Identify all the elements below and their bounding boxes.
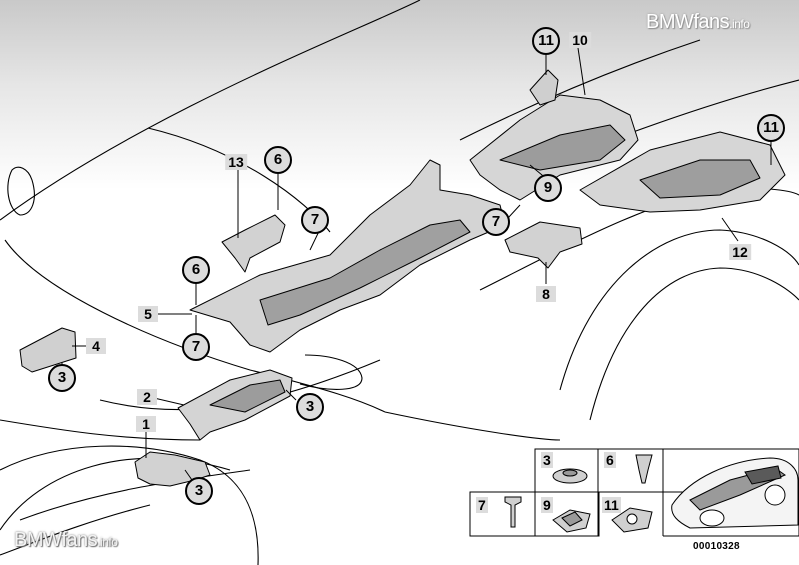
fastener-legend (469, 448, 799, 537)
part-10-shade (499, 124, 626, 171)
callout-2: 2 (137, 389, 157, 405)
legend-label-6: 6 (604, 452, 616, 468)
watermark-bottom: BMWfans.info (14, 529, 118, 551)
callout-11-top: 11 (532, 27, 560, 55)
callout-6-upper: 6 (264, 146, 292, 174)
callout-5: 5 (138, 306, 158, 322)
part-2-shade (209, 379, 286, 413)
watermark-top: BMWfans.info (646, 11, 750, 33)
part-8-bracket (504, 221, 583, 269)
part-12-shade (639, 159, 761, 199)
callout-1: 1 (136, 416, 156, 432)
mirror (7, 166, 35, 216)
callout-4: 4 (86, 338, 106, 354)
callout-3-bottom: 3 (185, 477, 213, 505)
legend-label-7: 7 (476, 497, 488, 513)
car-thumbnail-icon (671, 457, 799, 529)
legend-label-3: 3 (541, 452, 553, 468)
callout-7-upper: 7 (301, 206, 329, 234)
floor-line-d (0, 504, 151, 556)
part-11-top-clip (529, 69, 559, 106)
floor-line-b (0, 419, 201, 441)
front-arch (0, 445, 259, 565)
rear-arch-inner (589, 267, 799, 421)
callout-7-mid: 7 (482, 208, 510, 236)
legend-label-11: 11 (602, 497, 621, 513)
callout-3-left: 3 (48, 364, 76, 392)
callout-8: 8 (536, 286, 556, 302)
body-side-outline (4, 239, 386, 413)
clip-6-icon (635, 454, 653, 484)
diagram-code: 00010328 (693, 541, 740, 552)
callout-7-lower: 7 (182, 333, 210, 361)
callout-6-lower: 6 (182, 256, 210, 284)
callout-11-right: 11 (757, 114, 785, 142)
rear-arch (559, 229, 799, 391)
part-4-plate (19, 327, 77, 373)
callout-12: 12 (729, 244, 751, 260)
rocker-line (384, 411, 561, 441)
mirror-base (299, 354, 363, 390)
hood-outline (0, 0, 421, 221)
legend-label-9: 9 (541, 497, 553, 513)
callout-3-mid: 3 (296, 393, 324, 421)
part-13-bracket (221, 214, 286, 273)
callout-10: 10 (569, 32, 591, 48)
callout-13: 13 (225, 154, 247, 170)
roof-line (459, 39, 701, 141)
screw-7-icon (504, 496, 522, 528)
callout-9: 9 (534, 174, 562, 202)
part-main-shade (259, 219, 471, 326)
floor-line-c (19, 469, 251, 521)
